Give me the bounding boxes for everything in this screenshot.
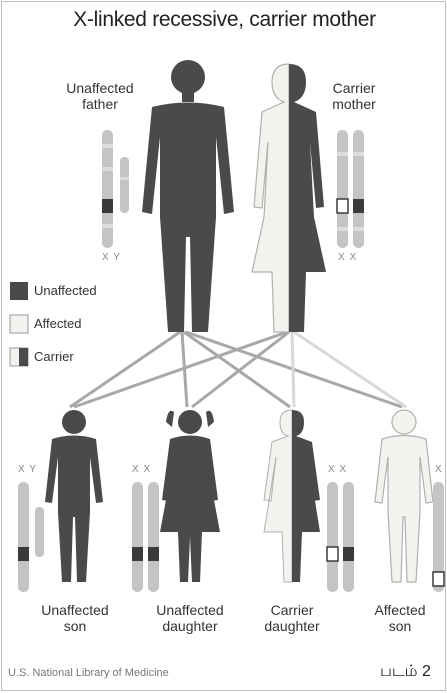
legend-label-unaffected: Unaffected	[34, 283, 97, 298]
legend-label-affected: Affected	[34, 316, 81, 331]
child-carrier-daughter-chromosomes	[327, 482, 354, 592]
legend-label-carrier: Carrier	[34, 349, 74, 364]
child4-chromosome-label: X	[435, 464, 443, 475]
child1-chromosome-label: X Y	[18, 464, 37, 475]
child-affected-son-chromosomes	[433, 482, 444, 592]
child-carrier-daughter	[264, 410, 320, 582]
child3-chromosome-label: X X	[328, 464, 347, 475]
credit-text: U.S. National Library of Medicine	[8, 667, 169, 679]
child-unaffected-daughter-chromosomes	[132, 482, 159, 592]
figure-label: படம் 2	[380, 662, 431, 682]
legend-swatch-carrier	[10, 348, 28, 366]
mother-chromosome-label: X X	[338, 252, 357, 263]
mother-chromosomes	[337, 130, 364, 248]
child-unaffected-son	[45, 410, 103, 582]
line-father-to-son	[70, 332, 180, 407]
legend-swatch-affected	[10, 315, 28, 333]
mother-figure	[252, 64, 326, 332]
child-unaffected-son-chromosomes	[18, 482, 44, 592]
line-mother-to-son	[74, 332, 287, 407]
father-chromosome-label: X Y	[102, 252, 121, 263]
father-figure	[142, 60, 234, 332]
line-mother-to-son2	[294, 332, 406, 407]
child2-chromosome-label: X X	[132, 464, 151, 475]
inheritance-lines	[70, 332, 406, 407]
child-affected-son	[375, 410, 433, 582]
line-mother-to-daughter2	[292, 332, 294, 407]
legend-swatches	[10, 282, 28, 366]
legend-swatch-unaffected	[10, 282, 28, 300]
child-unaffected-daughter	[160, 410, 220, 582]
father-chromosomes	[102, 130, 129, 248]
